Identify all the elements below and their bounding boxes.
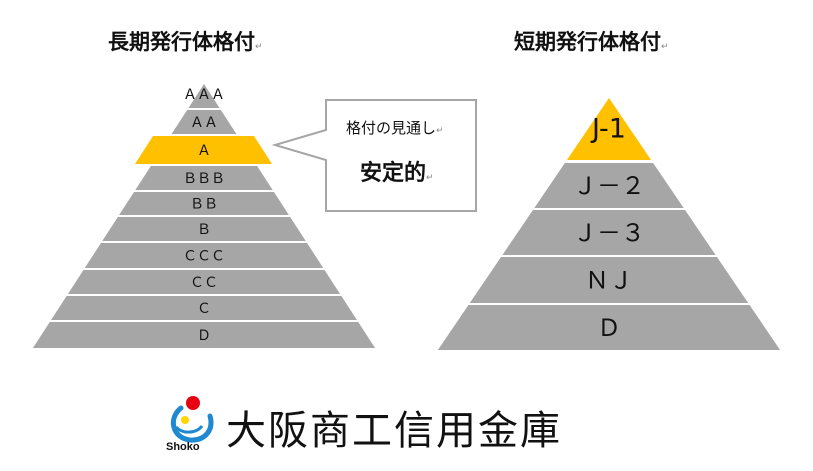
company-name: 大阪商工信用金庫 (226, 408, 562, 454)
long-term-tier-band (102, 217, 306, 241)
short-term-tier-label: Ｄ (597, 314, 621, 342)
long-term-tier-label: ＡＡＡ (183, 87, 225, 103)
long-term-tier-band (119, 192, 289, 215)
short-term-tier-band (502, 210, 716, 255)
short-term-tier-label: Ｊ－３ (573, 219, 645, 247)
short-term-tier-label: Ｊ－２ (573, 172, 645, 200)
long-term-tier-label: ＣＣ (190, 275, 218, 291)
long-term-tier-band (84, 243, 324, 268)
short-term-tier-band (534, 163, 684, 208)
long-term-tier-label: ＢＢ (190, 197, 218, 213)
callout-bubble (271, 99, 477, 212)
long-term-tier-band (51, 296, 357, 320)
long-term-tier-band (67, 270, 341, 294)
long-term-tier-band (171, 110, 237, 134)
long-term-tier-band (135, 136, 272, 164)
short-term-tier-band (469, 257, 749, 303)
callout-heading: 格付の見通し↵ (346, 119, 444, 137)
short-term-tier-band (566, 98, 652, 160)
long-term-tier-label: Ｃ (197, 301, 211, 317)
short-term-title-text: 短期発行体格付 (514, 30, 661, 54)
logo-mark-text: Shoko (166, 441, 200, 453)
short-term-rating-title: 短期発行体格付↵ (514, 30, 669, 54)
long-term-rating-title: 長期発行体格付↵ (108, 30, 263, 54)
short-term-tier-band (437, 305, 781, 350)
long-term-tier-label: Ｂ (197, 222, 211, 238)
long-term-tier-label: Ａ (197, 143, 211, 159)
long-term-tier-band (135, 166, 273, 190)
short-term-tier-label: ＮＪ (585, 267, 633, 295)
shoko-logo-mark (170, 396, 214, 443)
callout-value: 安定的↵ (360, 161, 434, 186)
callout-value-text: 安定的 (360, 161, 427, 186)
long-term-tier-band (32, 322, 376, 348)
long-term-tier-band (188, 84, 220, 108)
long-term-tier-label: ＡＡ (190, 115, 218, 131)
long-term-tier-label: ＢＢＢ (183, 171, 225, 187)
long-term-tier-label: Ｄ (197, 328, 211, 344)
long-term-title-text: 長期発行体格付 (108, 30, 255, 54)
short-term-pyramid: J-1Ｊ－２Ｊ－３ＮＪ Ｄ (437, 98, 781, 350)
short-term-tier-label: J-1 (590, 114, 626, 145)
long-term-tier-label: ＣＣＣ (183, 249, 225, 265)
callout-heading-text: 格付の見通し (346, 119, 437, 137)
